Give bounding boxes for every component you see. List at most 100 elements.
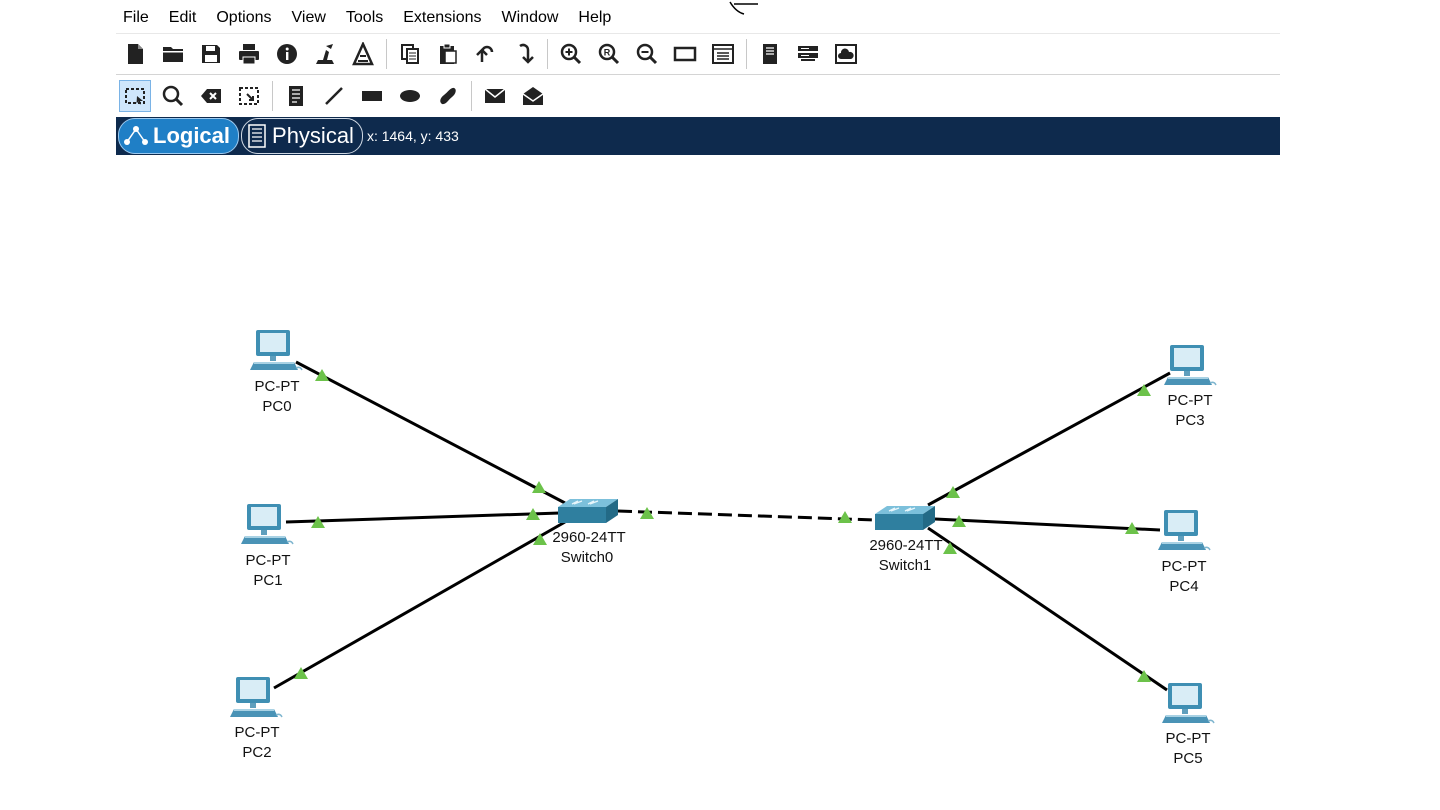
device-model-label: PC-PT — [246, 552, 291, 569]
select-tool[interactable] — [119, 80, 151, 112]
link-pc2-switch0[interactable] — [273, 520, 566, 690]
custom-device-icon — [712, 44, 734, 64]
resize-tool[interactable] — [234, 81, 264, 111]
paste-button[interactable] — [433, 39, 463, 69]
tab-physical[interactable]: Physical — [241, 118, 363, 154]
device-name-label: PC3 — [1175, 412, 1204, 429]
device-model-label: PC-PT — [255, 378, 300, 395]
save-icon — [202, 45, 220, 63]
tab-logical[interactable]: Logical — [118, 118, 240, 154]
zoom-reset-button[interactable]: R — [594, 39, 624, 69]
network-device-button[interactable] — [793, 39, 823, 69]
custom-device-button[interactable] — [708, 39, 738, 69]
print-button[interactable] — [234, 39, 264, 69]
logical-network-icon — [124, 126, 148, 145]
complex-pdu-icon — [522, 87, 544, 105]
pc-icon — [249, 329, 303, 371]
device-pc1[interactable]: PC-PT PC1 — [240, 503, 294, 589]
link-pc3-switch1[interactable] — [927, 371, 1171, 507]
zoom-in-button[interactable] — [556, 39, 586, 69]
freeform-icon — [440, 87, 456, 105]
line-icon — [325, 87, 343, 105]
menu-edit[interactable]: Edit — [168, 9, 197, 26]
device-model-label: PC-PT — [1162, 558, 1207, 575]
device-pc3[interactable]: PC-PT PC3 — [1163, 344, 1217, 429]
info-button[interactable] — [272, 39, 302, 69]
screenshot-button[interactable] — [831, 39, 861, 69]
device-pc5[interactable]: PC-PT PC5 — [1161, 682, 1215, 767]
logical-workspace[interactable]: PC-PT PC0 PC-PT PC1 PC-PT PC2 PC-PT PC3 … — [0, 155, 1440, 810]
link-pc1-switch0[interactable] — [285, 511, 561, 524]
print-icon — [239, 44, 259, 65]
physical-rack-icon — [248, 124, 266, 148]
server-button[interactable] — [755, 39, 785, 69]
open-button[interactable] — [158, 39, 188, 69]
freeform-tool[interactable] — [433, 81, 463, 111]
pc-icon — [240, 503, 294, 545]
device-model-label: 2960-24TT — [869, 537, 942, 554]
menu-help[interactable]: Help — [578, 9, 612, 26]
ellipse-tool[interactable] — [395, 81, 425, 111]
zoom-reset-icon: R — [598, 43, 620, 65]
link-pc5-switch1[interactable] — [927, 526, 1168, 692]
copy-button[interactable] — [395, 39, 425, 69]
inspect-icon — [162, 85, 184, 107]
toolbar-separator — [746, 39, 747, 69]
line-tool[interactable] — [319, 81, 349, 111]
delete-icon — [201, 89, 221, 103]
copy-icon — [401, 44, 419, 64]
menu-tools[interactable]: Tools — [345, 9, 384, 26]
activity-wizard-button[interactable] — [348, 39, 378, 69]
save-button[interactable] — [196, 39, 226, 69]
device-name-label: PC1 — [253, 572, 282, 589]
toolbar-separator — [547, 39, 548, 69]
link-up-indicator — [315, 369, 329, 381]
toolbar-separator — [386, 39, 387, 69]
new-file-button[interactable] — [120, 39, 150, 69]
device-switch0[interactable]: 2960-24TT Switch0 — [552, 498, 626, 566]
device-model-label: PC-PT — [1168, 392, 1213, 409]
device-name-label: Switch1 — [879, 557, 932, 574]
zoom-out-button[interactable] — [632, 39, 662, 69]
link-up-indicator — [838, 511, 852, 523]
menu-file[interactable]: File — [123, 9, 149, 26]
note-tool[interactable] — [281, 81, 311, 111]
network-device-icon — [798, 46, 818, 61]
device-pc2[interactable]: PC-PT PC2 — [229, 676, 283, 761]
paste-icon — [440, 43, 457, 64]
menu-options[interactable]: Options — [216, 9, 272, 26]
menu-view[interactable]: View — [291, 9, 326, 26]
redo-button[interactable] — [509, 39, 539, 69]
link-pc4-switch1[interactable] — [934, 517, 1161, 532]
info-icon — [277, 44, 297, 64]
menu-extensions[interactable]: Extensions — [403, 9, 482, 26]
rectangle-tool[interactable] — [357, 81, 387, 111]
inspect-tool[interactable] — [158, 81, 188, 111]
delete-tool[interactable] — [196, 81, 226, 111]
pc-icon — [1157, 509, 1211, 551]
device-pc0[interactable]: PC-PT PC0 — [249, 329, 303, 415]
toolbar-separator — [471, 81, 472, 111]
cursor-mark-icon — [729, 1, 758, 15]
menu-window[interactable]: Window — [501, 9, 559, 26]
edit-toolbar — [116, 74, 1280, 117]
complex-pdu-tool[interactable] — [518, 81, 548, 111]
simple-pdu-tool[interactable] — [480, 81, 510, 111]
device-name-label: PC0 — [262, 398, 291, 415]
redo-icon — [519, 43, 534, 64]
link-pc0-switch0[interactable] — [295, 360, 566, 505]
device-switch1[interactable]: 2960-24TT Switch1 — [869, 505, 943, 574]
ellipse-icon — [400, 90, 420, 102]
device-name-label: PC5 — [1173, 750, 1202, 767]
activity-wizard-icon — [352, 42, 374, 66]
menu-bar: File Edit Options View Tools Extensions … — [116, 4, 1280, 32]
drawing-palette-button[interactable] — [670, 39, 700, 69]
zoom-in-icon — [560, 43, 582, 65]
device-model-label: PC-PT — [235, 724, 280, 741]
device-name-label: PC4 — [1169, 578, 1198, 595]
undo-button[interactable] — [471, 39, 501, 69]
device-pc4[interactable]: PC-PT PC4 — [1157, 509, 1211, 595]
network-wizard-button[interactable] — [310, 39, 340, 69]
device-name-label: Switch0 — [561, 549, 614, 566]
link-switch0-switch1[interactable] — [617, 509, 876, 522]
